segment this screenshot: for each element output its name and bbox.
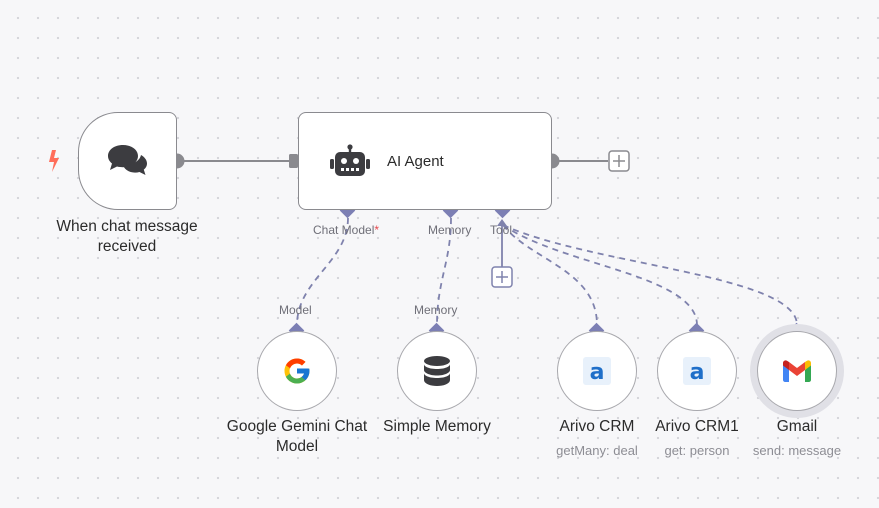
arivo-crm-sublabel: getMany: deal — [556, 443, 638, 458]
gmail-node-label: Gmail — [776, 418, 818, 435]
chat-model-port-label: Chat Model* — [313, 223, 379, 237]
agent-input-port[interactable] — [289, 154, 298, 168]
ai-agent-node[interactable]: AI Agent — [298, 112, 552, 210]
svg-text:a: a — [690, 360, 705, 385]
trigger-node-label: When chat message received — [56, 218, 198, 255]
required-asterisk: * — [374, 223, 380, 237]
connection-crm1-to-tool[interactable] — [502, 224, 698, 326]
gmail-logo-icon — [783, 360, 811, 382]
arivo-logo-icon: a — [583, 357, 611, 385]
robot-icon — [329, 144, 371, 178]
memory-port-label: Memory — [428, 223, 472, 237]
memory-node-port-label: Memory — [414, 303, 458, 317]
simple-memory-node[interactable] — [397, 331, 477, 411]
arivo-crm-node[interactable]: a — [557, 331, 637, 411]
memory-node-label: Simple Memory — [383, 418, 491, 435]
gemini-port-label: Model — [279, 303, 312, 317]
arivo-crm1-sublabel: get: person — [664, 443, 730, 458]
database-icon — [424, 356, 450, 386]
arivo-crm1-label: Arivo CRM1 — [655, 418, 739, 435]
lightning-bolt-icon — [49, 150, 59, 172]
add-next-node-button[interactable] — [608, 150, 630, 172]
connection-gemini-to-chat-model[interactable] — [296, 217, 349, 326]
arivo-logo-icon: a — [683, 357, 711, 385]
google-gemini-node[interactable] — [257, 331, 337, 411]
ai-agent-title: AI Agent — [387, 152, 444, 170]
arivo-crm-label: Arivo CRM — [559, 418, 635, 435]
gmail-node-sublabel: send: message — [752, 443, 842, 458]
chat-trigger-node[interactable] — [78, 112, 177, 210]
svg-text:a: a — [590, 360, 605, 385]
connection-gmail-to-tool[interactable] — [502, 224, 798, 326]
tool-port-label: Tool — [490, 223, 513, 237]
connection-memory-to-memory[interactable] — [436, 217, 452, 326]
chat-model-port-text: Chat Model — [313, 223, 375, 237]
gemini-node-label: Google Gemini Chat Model — [226, 418, 368, 455]
tool-arrow-icon — [497, 219, 507, 226]
gmail-node[interactable] — [757, 331, 837, 411]
google-g-icon — [284, 358, 310, 384]
arivo-crm1-node[interactable]: a — [657, 331, 737, 411]
chat-bubbles-icon — [107, 145, 147, 175]
add-tool-button[interactable] — [491, 266, 513, 288]
connection-crm-to-tool[interactable] — [502, 224, 598, 326]
